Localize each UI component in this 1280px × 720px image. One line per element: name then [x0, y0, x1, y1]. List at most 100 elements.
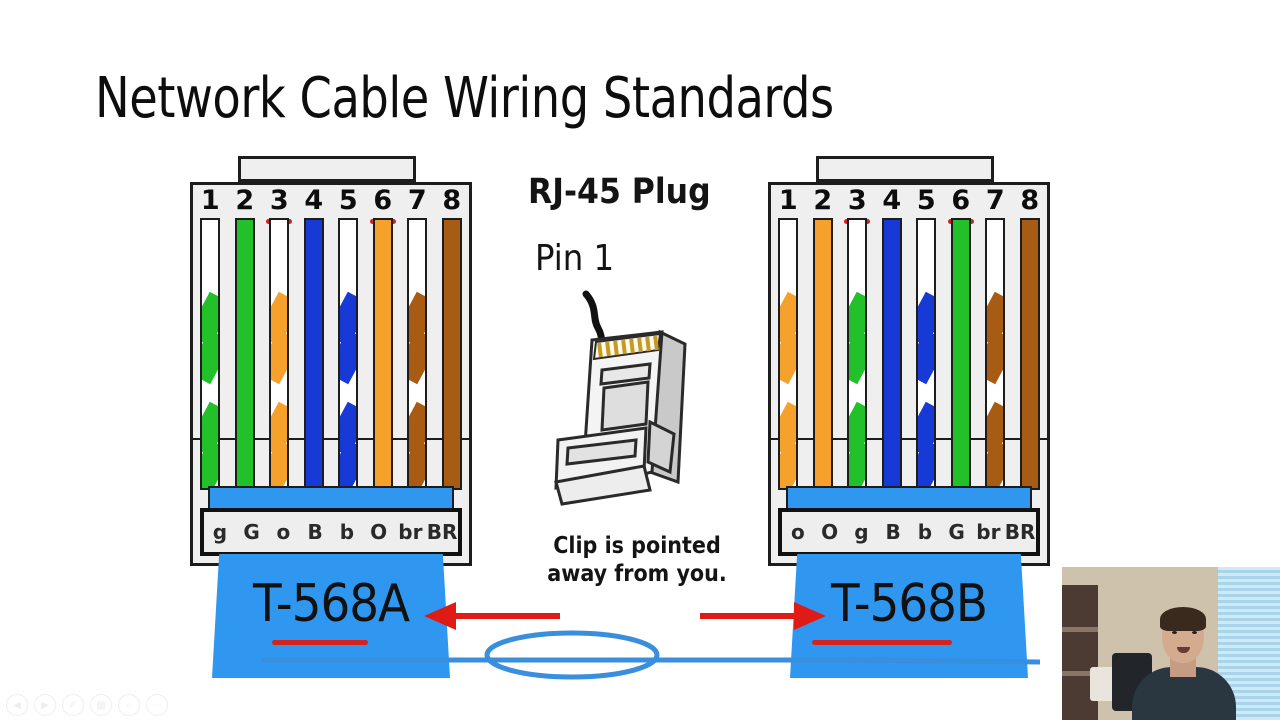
- wire-code-5: b: [339, 520, 355, 544]
- pen-tool-button[interactable]: ✐: [62, 694, 84, 716]
- wire-code-1: g: [212, 520, 228, 544]
- wire-code-8: BR: [1004, 520, 1036, 544]
- rj45-plug-illustration: [554, 290, 687, 506]
- slide-navigation-button[interactable]: ▦: [90, 694, 112, 716]
- wire-slot-3: [262, 218, 297, 490]
- wire-slot-5: [909, 218, 944, 490]
- wire-pin-2: [812, 218, 833, 490]
- clip-orientation-note: Clip is pointed away from you.: [527, 532, 747, 588]
- cable-boot: T-568B: [790, 554, 1028, 678]
- wire-slot-4: [875, 218, 910, 490]
- clip-tab: [816, 156, 994, 182]
- pin-number-8: 8: [1020, 185, 1040, 216]
- more-options-button[interactable]: ⋯: [146, 694, 168, 716]
- wire-code-2: G: [243, 520, 260, 544]
- wire-row: [771, 218, 1047, 490]
- standard-label: T-568B: [830, 574, 988, 634]
- pin1-label: Pin 1: [535, 238, 615, 279]
- wire-code-3: o: [276, 520, 291, 544]
- clip-note-line1: Clip is pointed: [553, 533, 721, 559]
- rj45-plug-heading: RJ-45 Plug: [528, 172, 711, 212]
- wire-code-4: B: [307, 520, 323, 544]
- wire-pin-1: [778, 218, 799, 490]
- pin-number-3: 3: [840, 186, 875, 224]
- wire-slot-7: [978, 218, 1013, 490]
- pin-number-4: 4: [304, 185, 324, 216]
- pin-number-4: 4: [882, 185, 902, 216]
- pin-number-2: 2: [235, 185, 255, 216]
- wire-code-8: BR: [426, 520, 458, 544]
- wire-pin-6: [950, 218, 971, 490]
- cam-shelf-board: [1062, 627, 1098, 632]
- standard-underline: [812, 640, 952, 645]
- cam-person-mouth: [1177, 647, 1190, 653]
- wire-slot-2: [806, 218, 841, 490]
- wire-pin-4: [881, 218, 902, 490]
- wire-slot-6: [944, 218, 979, 490]
- next-slide-button[interactable]: ▶: [34, 694, 56, 716]
- pin-number-7: 7: [985, 185, 1005, 216]
- wire-slot-3: [840, 218, 875, 490]
- presenter-webcam-overlay: [1062, 567, 1280, 720]
- wire-code-2: O: [821, 520, 839, 544]
- wire-pin-8: [1019, 218, 1040, 490]
- wire-pin-7: [985, 218, 1006, 490]
- pin-number-6: 6: [944, 186, 979, 224]
- previous-slide-button[interactable]: ◀: [6, 694, 28, 716]
- wire-pin-3: [847, 218, 868, 490]
- wire-slot-6: [366, 218, 401, 490]
- wire-code-4: B: [885, 520, 901, 544]
- wire-slot-2: [228, 218, 263, 490]
- standard-label: T-568A: [253, 574, 410, 634]
- pin-number-5: 5: [338, 185, 358, 216]
- zoom-button[interactable]: ⌕: [118, 694, 140, 716]
- wire-code-6: G: [948, 520, 965, 544]
- pin-number-5: 5: [916, 185, 936, 216]
- wire-slot-5: [331, 218, 366, 490]
- clip-tab: [238, 156, 416, 182]
- boot-top: [786, 486, 1032, 512]
- cam-person-eye: [1172, 631, 1177, 634]
- wire-slot-1: [771, 218, 806, 490]
- wire-pin-8: [441, 218, 462, 490]
- cam-person-eye: [1192, 631, 1197, 634]
- pin-number-1: 1: [778, 185, 798, 216]
- wire-pin-3: [269, 218, 290, 490]
- wire-pin-6: [372, 218, 393, 490]
- standard-underline: [272, 640, 368, 645]
- wire-slot-7: [400, 218, 435, 490]
- pin-number-2: 2: [813, 185, 833, 216]
- wire-row: [193, 218, 469, 490]
- cam-shelf-board: [1062, 671, 1098, 676]
- wire-pin-7: [407, 218, 428, 490]
- wire-code-7: br: [976, 520, 1001, 544]
- boot-top: [208, 486, 454, 512]
- pin-number-6: 6: [366, 186, 401, 224]
- wire-pin-1: [200, 218, 221, 490]
- cable-boot: T-568A: [212, 554, 450, 678]
- wire-code-6: O: [370, 520, 388, 544]
- wire-slot-4: [297, 218, 332, 490]
- pin-number-1: 1: [200, 185, 220, 216]
- wire-pin-5: [916, 218, 937, 490]
- page-title: Network Cable Wiring Standards: [95, 66, 834, 131]
- wire-slot-8: [1013, 218, 1048, 490]
- wire-pin-2: [234, 218, 255, 490]
- wire-pin-5: [338, 218, 359, 490]
- clip-note-line2: away from you.: [547, 561, 727, 587]
- pin-number-3: 3: [262, 186, 297, 224]
- slideshow-toolbar[interactable]: ◀ ▶ ✐ ▦ ⌕ ⋯: [6, 694, 168, 716]
- wire-slot-1: [193, 218, 228, 490]
- wire-code-5: b: [917, 520, 933, 544]
- cam-person-hair: [1160, 607, 1206, 631]
- wire-code-1: o: [791, 520, 805, 544]
- wire-slot-8: [435, 218, 470, 490]
- wire-pin-4: [303, 218, 324, 490]
- pin-number-7: 7: [407, 185, 427, 216]
- wire-code-7: br: [398, 520, 423, 544]
- pin-number-8: 8: [442, 185, 462, 216]
